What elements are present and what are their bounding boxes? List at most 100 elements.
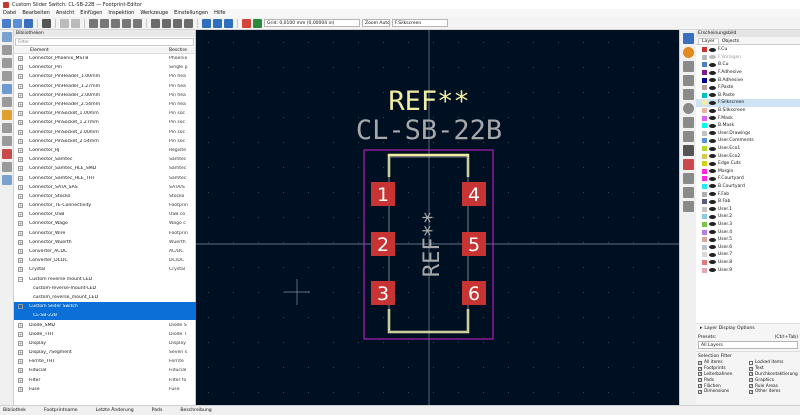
expand-toggle-icon[interactable]: + [18, 92, 23, 98]
checkbox[interactable]: ✓ [749, 389, 753, 394]
expand-toggle-icon[interactable]: + [18, 359, 23, 365]
expand-toggle-icon[interactable]: + [18, 157, 23, 163]
expand-toggle-icon[interactable]: + [18, 129, 23, 135]
high-contrast-icon[interactable] [2, 136, 12, 146]
visibility-eye-icon[interactable] [709, 108, 716, 113]
smd-pad[interactable] [462, 281, 486, 305]
expand-toggle-icon[interactable]: + [18, 322, 23, 328]
measure-icon[interactable] [683, 201, 694, 212]
visibility-eye-icon[interactable] [709, 192, 716, 197]
expand-toggle-icon[interactable]: + [18, 267, 23, 273]
layer-row[interactable]: User.2 [696, 213, 800, 221]
expand-toggle-icon[interactable]: + [18, 249, 23, 255]
layer-color-swatch[interactable] [702, 244, 707, 250]
layer-color-swatch[interactable] [702, 70, 707, 76]
rule-area-icon[interactable] [683, 131, 694, 142]
select-arrow-icon[interactable] [683, 33, 694, 44]
open-icon[interactable] [13, 18, 22, 28]
selection-filter-item[interactable]: ✓Dimensions [698, 389, 749, 395]
checkbox[interactable]: ✓ [698, 384, 702, 389]
layer-row[interactable]: F.Adhesive [696, 69, 800, 77]
visibility-eye-icon[interactable] [709, 176, 716, 181]
selection-filter-item[interactable]: Locked items [749, 360, 800, 366]
zoom-selection-icon[interactable] [133, 18, 142, 28]
layer-color-swatch[interactable] [702, 54, 707, 60]
layer-row[interactable]: F.Cu [696, 46, 800, 54]
smd-pad[interactable] [371, 182, 395, 206]
expand-toggle-icon[interactable]: + [18, 166, 23, 172]
checker-icon[interactable] [224, 18, 233, 28]
layer-row[interactable]: User.5 [696, 236, 800, 244]
insert-into-board-icon[interactable] [253, 18, 262, 28]
selection-filter-item[interactable]: ✓Durchkontaktierung [749, 372, 800, 378]
zoom-fit-icon[interactable] [122, 18, 131, 28]
layer-row[interactable]: User.8 [696, 259, 800, 267]
expand-toggle-icon[interactable]: + [18, 221, 23, 227]
layer-row[interactable]: F.Fab [696, 190, 800, 198]
visibility-eye-icon[interactable] [709, 184, 716, 189]
library-item[interactable]: −Custom Slider Switch [14, 302, 196, 312]
layer-color-swatch[interactable] [702, 259, 707, 265]
expand-toggle-icon[interactable]: + [18, 239, 23, 245]
redo-icon[interactable] [71, 18, 80, 28]
rotate-cw-icon[interactable] [162, 18, 171, 28]
visibility-eye-icon[interactable] [709, 62, 716, 67]
rotate-ccw-icon[interactable] [151, 18, 160, 28]
menu-preferences[interactable]: Einstellungen [174, 10, 209, 16]
visibility-eye-icon[interactable] [709, 268, 716, 273]
smd-pad[interactable] [371, 281, 395, 305]
undo-icon[interactable] [60, 18, 69, 28]
visibility-eye-icon[interactable] [709, 222, 716, 227]
visibility-eye-icon[interactable] [709, 260, 716, 265]
layer-color-swatch[interactable] [702, 123, 707, 129]
visibility-eye-icon[interactable] [709, 131, 716, 136]
layer-row[interactable]: User.1 [696, 205, 800, 213]
expand-toggle-icon[interactable]: − [18, 304, 23, 310]
layer-color-swatch[interactable] [702, 92, 707, 98]
layer-row[interactable]: User.6 [696, 243, 800, 251]
selection-filter-item[interactable]: ✓Other items [749, 389, 800, 395]
smd-pad[interactable] [371, 232, 395, 256]
units-inch-icon[interactable] [2, 58, 12, 68]
visibility-eye-icon[interactable] [709, 169, 716, 174]
save-icon[interactable] [24, 18, 33, 28]
selection-filter-item[interactable]: ✓Rule Areas [749, 383, 800, 389]
expand-toggle-icon[interactable]: + [18, 258, 23, 264]
selection-filter-item[interactable]: ✓All items [698, 360, 749, 366]
libraries-panel-icon[interactable] [2, 162, 12, 172]
checkbox[interactable]: ✓ [749, 366, 753, 371]
layer-row[interactable]: B.Paste [696, 92, 800, 100]
menu-tools[interactable]: Werkzeuge [140, 10, 169, 16]
visibility-eye-icon[interactable] [709, 161, 716, 166]
tab-layers[interactable]: Layer [698, 38, 719, 44]
selection-filter-item[interactable]: ✓Leiterbahnen [698, 372, 749, 378]
layer-color-swatch[interactable] [702, 176, 707, 182]
delete-icon[interactable] [683, 159, 694, 170]
refresh-icon[interactable] [89, 18, 98, 28]
layer-color-swatch[interactable] [702, 115, 707, 121]
polar-coords-icon[interactable] [2, 45, 12, 55]
print-icon[interactable] [42, 18, 51, 28]
visibility-eye-icon[interactable] [709, 116, 716, 121]
visibility-eye-icon[interactable] [709, 123, 716, 128]
menu-help[interactable]: Hilfe [214, 10, 226, 16]
expand-toggle-icon[interactable]: + [18, 193, 23, 199]
layer-color-swatch[interactable] [702, 237, 707, 243]
presets-select[interactable]: All Layers [698, 341, 798, 349]
checkbox[interactable]: ✓ [749, 384, 753, 389]
